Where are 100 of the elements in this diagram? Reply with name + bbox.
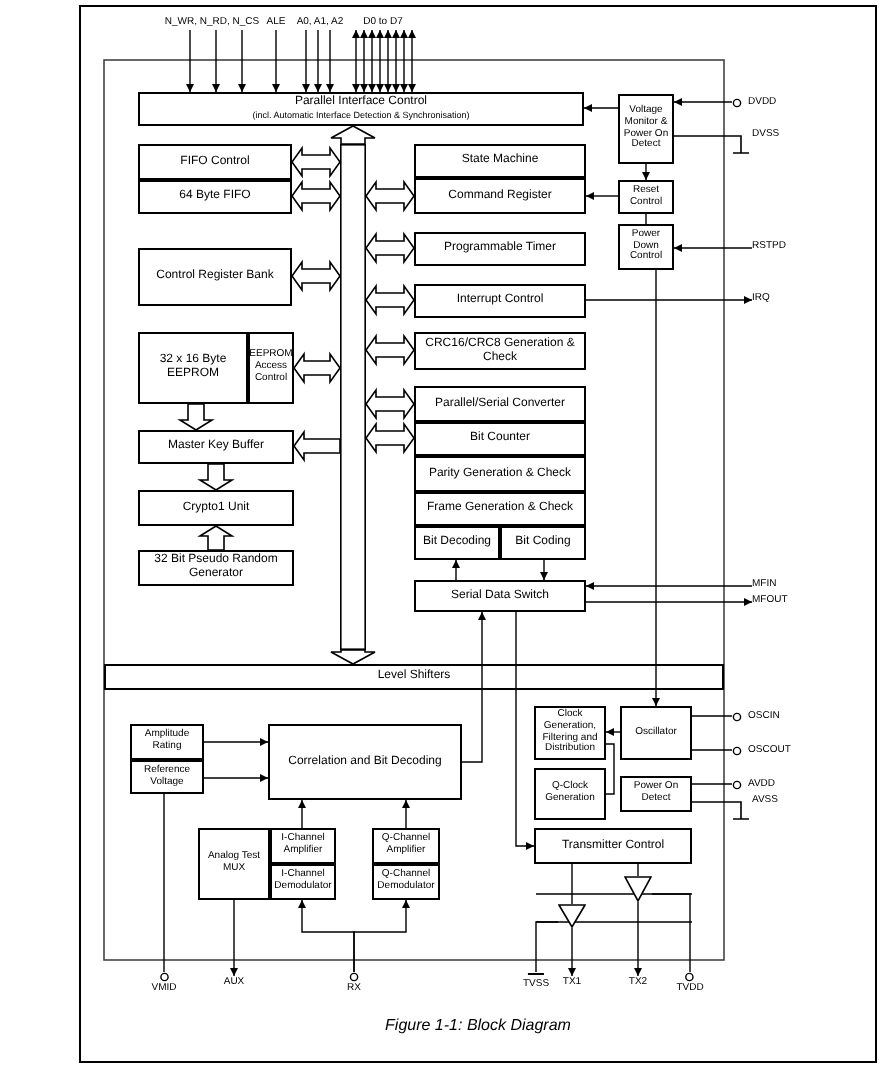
bus-arrow (330, 125, 376, 145)
function-block (414, 232, 586, 266)
signal-line (326, 29, 334, 93)
function-block (138, 144, 292, 180)
signal-line (651, 893, 691, 973)
function-block (270, 864, 336, 900)
signal-line (298, 799, 306, 829)
signal-line (402, 799, 410, 829)
figure-caption: Figure 1-1: Block Diagram (383, 1014, 573, 1038)
signal-line (642, 163, 650, 181)
signal-line (605, 743, 615, 795)
signal-line (212, 29, 220, 93)
bus-arrow (291, 145, 341, 179)
signal-line (673, 244, 753, 252)
function-block (414, 580, 586, 612)
signal-line (571, 863, 573, 905)
function-block (618, 94, 674, 164)
signal-line (408, 29, 416, 93)
function-block (138, 92, 584, 126)
function-block (500, 526, 586, 560)
function-block (620, 706, 692, 760)
signal-line (400, 29, 408, 93)
driver-triangle (624, 876, 652, 902)
driver-triangle (558, 904, 586, 928)
signal-line (691, 783, 733, 785)
function-block (414, 526, 500, 560)
function-block (130, 760, 204, 794)
bus-arrow (293, 429, 341, 463)
bus-arrow (197, 525, 235, 551)
signal-line (203, 774, 269, 782)
level-shifter-band (104, 664, 724, 690)
function-block (534, 768, 606, 820)
signal-line (585, 582, 753, 590)
signal-line (230, 899, 238, 977)
signal-line (585, 192, 619, 200)
signal-line (645, 213, 647, 225)
bus-arrow (365, 421, 415, 455)
function-block (198, 828, 270, 900)
function-block (414, 332, 586, 370)
function-block (270, 828, 336, 864)
bus-arrow (291, 259, 341, 293)
function-block (138, 550, 294, 586)
bus-arrow (197, 463, 235, 491)
bus-arrow (365, 179, 415, 213)
function-block (414, 178, 586, 214)
bus-arrow (291, 179, 341, 213)
signal-line (634, 901, 642, 977)
function-block (248, 332, 294, 404)
bus-arrow (365, 387, 415, 421)
function-block (130, 724, 204, 760)
signal-line (585, 296, 753, 304)
signal-line (384, 29, 392, 93)
signal-line (272, 29, 280, 93)
function-block (372, 828, 440, 864)
function-block (620, 776, 692, 812)
signal-line (163, 793, 165, 973)
function-block (138, 248, 292, 306)
signal-line (203, 738, 269, 746)
function-block (534, 828, 692, 864)
signal-line (392, 29, 400, 93)
signal-line (652, 269, 660, 707)
function-block (372, 864, 440, 900)
signal-line (637, 863, 639, 877)
signal-line (540, 559, 548, 581)
function-block (414, 422, 586, 456)
function-block (414, 144, 586, 178)
data-bus (340, 144, 366, 650)
function-block (414, 386, 586, 422)
signal-line (583, 104, 619, 112)
function-block (138, 332, 248, 404)
function-block (414, 284, 586, 318)
function-block (414, 492, 586, 526)
signal-line (605, 728, 621, 736)
function-block (138, 490, 294, 526)
bus-arrow (330, 649, 376, 665)
function-block (414, 456, 586, 492)
function-block (268, 724, 462, 800)
function-block (138, 430, 294, 464)
signal-line (238, 29, 246, 93)
signal-line (568, 927, 576, 977)
signal-line (691, 715, 733, 717)
signal-line (691, 801, 733, 803)
signal-line (360, 29, 368, 93)
signal-line (186, 29, 194, 93)
signal-line (585, 598, 753, 606)
signal-line (691, 749, 733, 751)
bus-arrow (365, 333, 415, 367)
signal-line (535, 921, 559, 973)
signal-line (314, 29, 322, 93)
bus-arrow (365, 231, 415, 265)
function-block (138, 180, 292, 214)
bus-arrow (293, 351, 341, 385)
function-block (618, 224, 674, 270)
signal-line (376, 29, 384, 93)
signal-line (515, 611, 535, 850)
bus-arrow (365, 283, 415, 317)
signal-line (302, 29, 310, 93)
signal-line (352, 29, 360, 93)
signal-line (452, 559, 460, 581)
signal-line (353, 899, 410, 973)
